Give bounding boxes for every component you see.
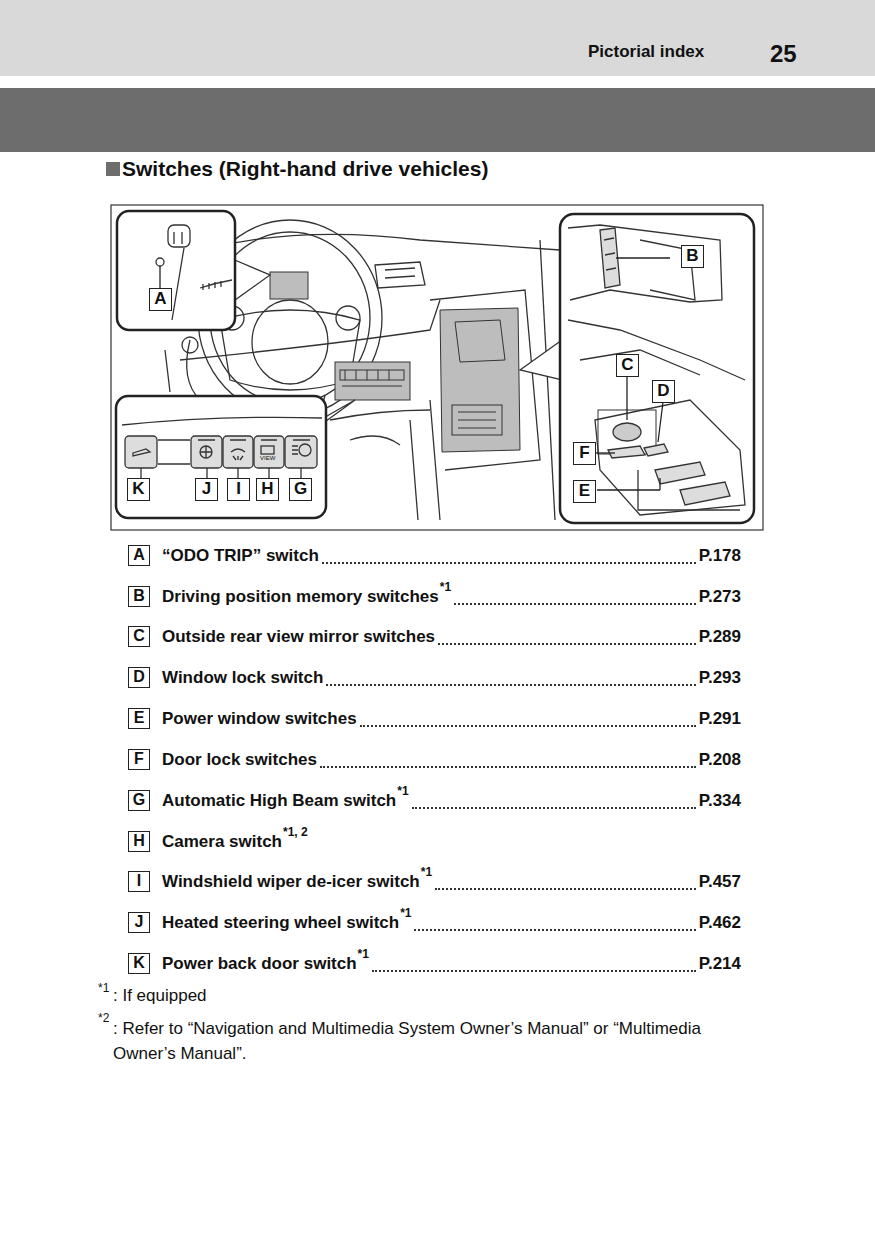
- index-row: A “ODO TRIP” switch P.178: [128, 545, 741, 569]
- leader-dots: [412, 807, 696, 809]
- index-name: Driving position memory switches: [162, 587, 439, 607]
- switch-panel-detail: [340, 370, 404, 386]
- callout-letter: K: [127, 478, 150, 501]
- callout-letter: F: [573, 442, 596, 465]
- index-letter: H: [128, 831, 150, 852]
- door-inset-drawing: [568, 225, 745, 515]
- page-ref: P.291: [699, 709, 741, 729]
- index-letter: G: [128, 790, 150, 811]
- header-bar: [0, 0, 875, 76]
- index-letter: K: [128, 953, 150, 974]
- page-ref: P.214: [699, 954, 741, 974]
- page-ref: P.289: [699, 627, 741, 647]
- index-row: C Outside rear view mirror switches P.289: [128, 626, 741, 650]
- title-square: [106, 162, 120, 176]
- odo-area: [270, 272, 308, 299]
- leader-dots: [326, 684, 695, 686]
- index-name: Window lock switch: [162, 668, 323, 688]
- index-letter: E: [128, 708, 150, 729]
- header-section: Pictorial index: [588, 42, 704, 62]
- leader-dots: [414, 929, 695, 931]
- index-row: E Power window switches P.291: [128, 708, 741, 732]
- callout-letter: J: [195, 478, 218, 501]
- leader-dots: [372, 970, 696, 972]
- page-ref: P.462: [699, 913, 741, 933]
- index-name: Heated steering wheel switch: [162, 913, 399, 933]
- index-name: Camera switch: [162, 832, 282, 852]
- footnote-mark: *1: [397, 784, 408, 798]
- page-ref: P.273: [699, 587, 741, 607]
- footnote-mark: *1, 2: [283, 825, 308, 839]
- index-name: Power window switches: [162, 709, 357, 729]
- page-ref: P.457: [699, 872, 741, 892]
- index-name: “ODO TRIP” switch: [162, 546, 319, 566]
- footnote-mark: *1: [358, 947, 369, 961]
- footnote-text: : Refer to “Navigation and Multimedia Sy…: [113, 1016, 753, 1066]
- section-bar: [0, 88, 875, 152]
- leader-dots: [322, 562, 696, 564]
- leader-dots: [360, 725, 696, 727]
- footnote-mark: *1: [400, 906, 411, 920]
- callout-letter: I: [227, 478, 250, 501]
- page-ref: P.293: [699, 668, 741, 688]
- leader-dots: [435, 888, 696, 890]
- callout-letter: E: [573, 480, 596, 503]
- index-row: D Window lock switch P.293: [128, 667, 741, 691]
- index-letter: F: [128, 749, 150, 770]
- icon-text: VIEW: [260, 455, 275, 461]
- footnote-mark: *1: [98, 981, 109, 995]
- leader-lines: [160, 258, 670, 490]
- index-name: Windshield wiper de-icer switch: [162, 872, 420, 892]
- callout-letter: G: [289, 478, 312, 501]
- leader-dots: [454, 603, 696, 605]
- index-name: Automatic High Beam switch: [162, 791, 396, 811]
- switch-panel-area: [335, 362, 410, 400]
- index-row: IWindshield wiper de-icer switch*1P.457: [128, 871, 741, 895]
- door-panel-area: [440, 308, 520, 452]
- index-name: Door lock switches: [162, 750, 317, 770]
- index-letter: J: [128, 912, 150, 933]
- switch-inset-drawing: [122, 417, 322, 478]
- index-name: Power back door switch: [162, 954, 357, 974]
- page-ref: P.178: [699, 546, 741, 566]
- callout-letter: D: [652, 380, 675, 403]
- index-row: GAutomatic High Beam switch*1P.334: [128, 790, 741, 814]
- footnote-mark: *1: [421, 865, 432, 879]
- leader-dots: [438, 643, 696, 645]
- footnote-text: : If equipped: [113, 986, 207, 1006]
- callout-letter: H: [256, 478, 279, 501]
- index-letter: D: [128, 667, 150, 688]
- callout-letter: C: [616, 354, 639, 377]
- index-letter: I: [128, 871, 150, 892]
- index-row: F Door lock switches P.208: [128, 749, 741, 773]
- page-title: Switches (Right-hand drive vehicles): [122, 157, 488, 181]
- index-letter: A: [128, 545, 150, 566]
- switch-inset: [116, 396, 326, 518]
- callout-letter: A: [149, 288, 172, 311]
- index-letter: C: [128, 626, 150, 647]
- footnote-mark: *2: [98, 1011, 109, 1025]
- index-letter: B: [128, 586, 150, 607]
- index-row: HCamera switch*1, 2: [128, 831, 741, 855]
- odo-inset: [117, 211, 235, 330]
- leader-dots: [320, 766, 696, 768]
- callout-letter: B: [681, 245, 704, 268]
- index-name: Outside rear view mirror switches: [162, 627, 435, 647]
- page-ref: P.208: [699, 750, 741, 770]
- page-ref: P.334: [699, 791, 741, 811]
- index-row: KPower back door switch*1P.214: [128, 953, 741, 977]
- door-panel-detail: [452, 320, 505, 435]
- index-row: BDriving position memory switches*1P.273: [128, 586, 741, 610]
- footnote-mark: *1: [440, 580, 451, 594]
- index-row: JHeated steering wheel switch*1P.462: [128, 912, 741, 936]
- door-inset: [560, 214, 754, 523]
- page-number: 25: [770, 40, 797, 68]
- figure-frame: [111, 205, 763, 530]
